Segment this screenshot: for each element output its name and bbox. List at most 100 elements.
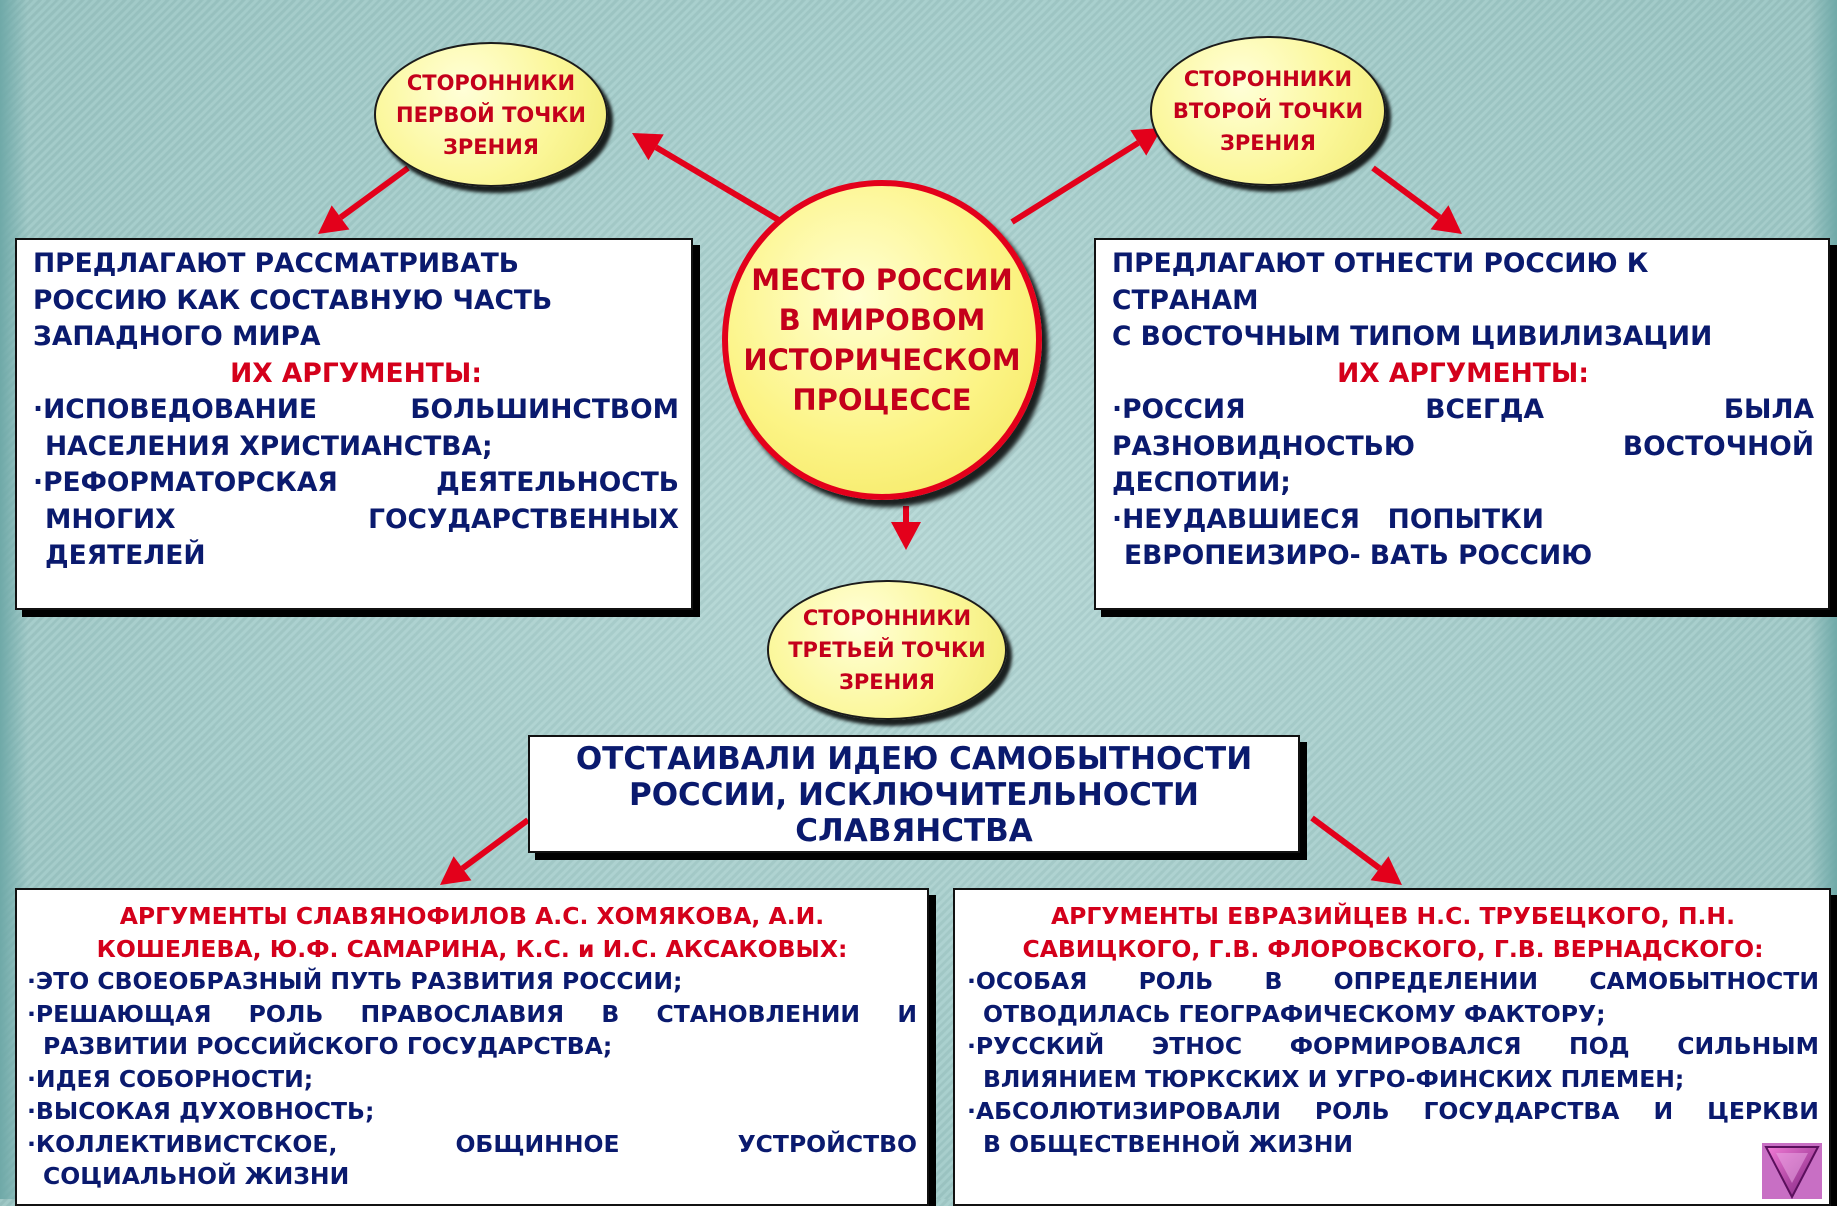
bullet-line: ОТВОДИЛАСЬ ГЕОГРАФИЧЕСКОМУ ФАКТОРУ; — [983, 999, 1606, 1028]
bullet-line: ·РЕШАЮЩАЯ РОЛЬ ПРАВОСЛАВИЯ В СТАНОВЛЕНИИ… — [27, 998, 917, 1031]
bullet-line: РАЗВИТИИ РОССИЙСКОГО ГОСУДАРСТВА; — [43, 1032, 613, 1060]
word: СТАНОВЛЕНИИ — [656, 999, 861, 1028]
box-line: СТРАНАМ — [1112, 284, 1259, 316]
word: ВСЕГДА — [1425, 394, 1545, 425]
word: ГОСУДАРСТВЕННЫХ — [368, 503, 679, 535]
word: РОЛЬ — [1314, 1097, 1390, 1125]
box-line: ОТСТАИВАЛИ ИДЕЮ САМОБЫТНОСТИ — [575, 741, 1253, 777]
ellipse-text-line: ЗРЕНИЯ — [443, 134, 539, 159]
eastern-view-box: ПРЕДЛАГАЮТ ОТНЕСТИ РОССИЮ К СТРАНАМ С ВО… — [1094, 238, 1830, 610]
ellipse-text-line: ТРЕТЬЕЙ ТОЧКИ — [788, 638, 986, 662]
box-line: С ВОСТОЧНЫМ ТИПОМ ЦИВИЛИЗАЦИИ — [1112, 321, 1713, 352]
argument-line: ЕВРОПЕИЗИРО- ВАТЬ РОССИЮ — [1124, 540, 1593, 571]
box-line: РОССИЮ КАК СОСТАВНУЮ ЧАСТЬ — [33, 284, 553, 316]
central-topic-line: ИСТОРИЧЕСКОМ — [743, 343, 1021, 377]
argument-line: ДЕЯТЕЛЕЙ — [45, 540, 206, 571]
word: ·РУССКИЙ — [967, 1032, 1105, 1060]
word: РОЛЬ — [248, 999, 324, 1028]
word: ПОД — [1569, 1032, 1630, 1060]
third-view-box: ОТСТАИВАЛИ ИДЕЮ САМОБЫТНОСТИ РОССИИ, ИСК… — [528, 735, 1300, 853]
bullet-line: В ОБЩЕСТВЕННОЙ ЖИЗНИ — [983, 1129, 1354, 1158]
word: ·РЕФОРМАТОРСКАЯ — [33, 467, 338, 498]
ellipse-text-line: ПЕРВОЙ ТОЧКИ — [396, 102, 586, 127]
arguments-heading: ИХ АРГУМЕНТЫ: — [1337, 357, 1589, 389]
word: РОЛЬ — [1138, 967, 1214, 995]
slavophiles-heading: АРГУМЕНТЫ СЛАВЯНОФИЛОВ А.С. ХОМЯКОВА, А.… — [119, 902, 825, 930]
eurasians-heading: АРГУМЕНТЫ ЕВРАЗИЙЦЕВ Н.С. ТРУБЕЦКОГО, П.… — [1050, 902, 1736, 930]
arrow-head — [632, 133, 664, 161]
triangle-logo-icon — [1762, 1143, 1822, 1199]
slavophiles-heading: КОШЕЛЕВА, Ю.Ф. САМАРИНА, К.С. и И.С. АКС… — [96, 934, 848, 963]
bullet-line: ·КОЛЛЕКТИВИСТСКОЕ, ОБЩИННОЕ УСТРОЙСТВО — [27, 1128, 917, 1161]
word: ЦЕРКВИ — [1707, 1097, 1819, 1125]
word: УСТРОЙСТВО — [737, 1129, 917, 1158]
box-line: ПРЕДЛАГАЮТ РАССМАТРИВАТЬ — [33, 248, 519, 279]
bullet-line: СОЦИАЛЬНОЙ ЖИЗНИ — [43, 1162, 350, 1190]
ellipse-text-line: СТОРОННИКИ — [1183, 67, 1353, 91]
word: ·КОЛЛЕКТИВИСТСКОЕ, — [27, 1129, 338, 1158]
argument-line: ·РОССИЯ ВСЕГДА БЫЛА — [1112, 392, 1814, 429]
arrow-shaft — [1310, 815, 1382, 871]
ellipse-text-line: ЗРЕНИЯ — [1220, 131, 1316, 155]
arrow-shaft — [654, 144, 784, 225]
argument-line: МНОГИХ ГОСУДАРСТВЕННЫХ — [33, 502, 679, 539]
word: САМОБЫТНОСТИ — [1589, 967, 1819, 995]
word: И — [897, 999, 917, 1028]
ellipse-text-line: ЗРЕНИЯ — [839, 670, 935, 694]
arrow-first-to-western — [318, 165, 410, 234]
arrow-third-to-slavophiles — [440, 817, 530, 885]
ellipse-text-line: ВТОРОЙ ТОЧКИ — [1172, 99, 1364, 123]
bullet-line: ·ВЫСОКАЯ ДУХОВНОСТЬ; — [27, 1097, 375, 1125]
eurasians-box: АРГУМЕНТЫ ЕВРАЗИЙЦЕВ Н.С. ТРУБЕЦКОГО, П.… — [953, 888, 1831, 1206]
word: МНОГИХ — [45, 503, 176, 535]
word: ДЕЯТЕЛЬНОСТЬ — [436, 467, 679, 498]
word: ВОСТОЧНОЙ — [1622, 430, 1814, 462]
central-topic-line: МЕСТО РОССИИ — [751, 263, 1013, 297]
bullet-line: ·ИДЕЯ СОБОРНОСТИ; — [27, 1064, 314, 1093]
arrow-shaft — [1371, 165, 1442, 220]
arrow-head — [1130, 128, 1162, 156]
word: ·РОССИЯ — [1112, 394, 1246, 425]
word: В — [601, 999, 620, 1028]
box-line: РОССИИ, ИСКЛЮЧИТЕЛЬНОСТИ — [628, 777, 1200, 813]
argument-line: ·НЕУДАВШИЕСЯ ПОПЫТКИ — [1112, 503, 1544, 535]
arrow-center-to-first — [632, 133, 784, 225]
box-line: СЛАВЯНСТВА — [795, 813, 1033, 849]
word: ГОСУДАРСТВА — [1423, 1097, 1620, 1125]
word: ФОРМИРОВАЛСЯ — [1289, 1032, 1522, 1060]
box-line: ЗАПАДНОГО МИРА — [33, 321, 321, 352]
central-topic-circle: МЕСТО РОССИИ В МИРОВОМ ИСТОРИЧЕСКОМ ПРОЦ… — [722, 180, 1042, 500]
word: ·РЕШАЮЩАЯ — [27, 999, 212, 1028]
word: ·АБСОЛЮТИЗИРОВАЛИ — [967, 1097, 1281, 1125]
arrow-head — [318, 205, 350, 234]
argument-line: ·ИСПОВЕДОВАНИЕ БОЛЬШИНСТВОМ — [33, 392, 679, 429]
bullet-line: ·АБСОЛЮТИЗИРОВАЛИ РОЛЬ ГОСУДАРСТВА И ЦЕР… — [967, 1095, 1819, 1128]
eurasians-heading: САВИЦКОГО, Г.В. ФЛОРОВСКОГО, Г.В. ВЕРНАД… — [1022, 934, 1764, 963]
word: СИЛЬНЫМ — [1677, 1032, 1819, 1060]
arrow-third-to-eurasians — [1310, 815, 1402, 885]
ellipse-text-line: СТОРОННИКИ — [406, 70, 576, 95]
western-view-box: ПРЕДЛАГАЮТ РАССМАТРИВАТЬ РОССИЮ КАК СОСТ… — [15, 238, 693, 610]
argument-line: ДЕСПОТИИ; — [1112, 467, 1291, 498]
word: В — [1264, 967, 1283, 995]
arrow-head — [1430, 205, 1462, 234]
slavophiles-box: АРГУМЕНТЫ СЛАВЯНОФИЛОВ А.С. ХОМЯКОВА, А.… — [15, 888, 929, 1206]
argument-line: РАЗНОВИДНОСТЬЮ ВОСТОЧНОЙ — [1112, 429, 1814, 466]
word: ПРАВОСЛАВИЯ — [360, 999, 565, 1028]
arrow-center-to-third — [891, 506, 921, 550]
arguments-heading: ИХ АРГУМЕНТЫ: — [230, 357, 482, 389]
argument-line: НАСЕЛЕНИЯ ХРИСТИАНСТВА; — [45, 430, 493, 462]
bullet-line: ·РУССКИЙ ЭТНОС ФОРМИРОВАЛСЯ ПОД СИЛЬНЫМ — [967, 1030, 1819, 1063]
word: ОПРЕДЕЛЕНИИ — [1333, 967, 1539, 995]
central-topic-line: В МИРОВОМ — [778, 303, 986, 337]
arrow-center-to-second — [1010, 128, 1162, 225]
second-view-supporters-ellipse: СТОРОННИКИ ВТОРОЙ ТОЧКИ ЗРЕНИЯ — [1150, 36, 1386, 186]
word: И — [1653, 1097, 1674, 1125]
box-line: ПРЕДЛАГАЮТ ОТНЕСТИ РОССИЮ К — [1112, 248, 1649, 279]
word: ЭТНОС — [1151, 1032, 1243, 1060]
word: ОБЩИННОЕ — [455, 1129, 620, 1158]
argument-line: ·РЕФОРМАТОРСКАЯ ДЕЯТЕЛЬНОСТЬ — [33, 465, 679, 502]
ellipse-text-line: СТОРОННИКИ — [802, 606, 972, 630]
word: БЫЛА — [1723, 394, 1814, 425]
